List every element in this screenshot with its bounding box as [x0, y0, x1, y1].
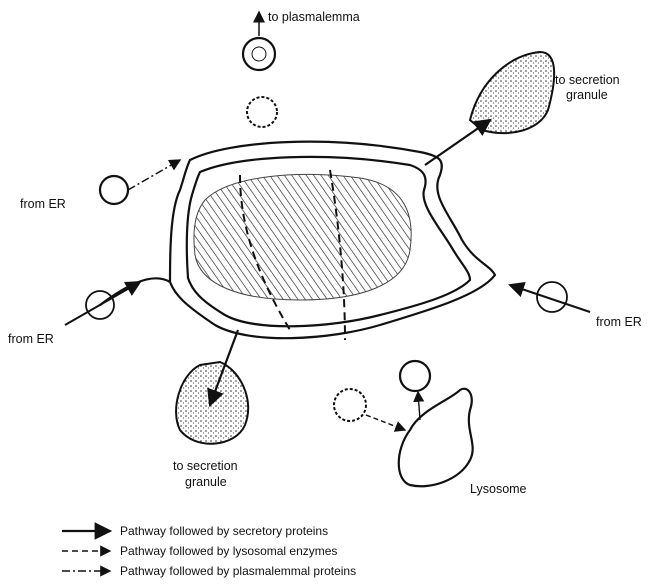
label-from-er-left-lower: from ER [8, 332, 54, 346]
label-lysosome: Lysosome [470, 482, 527, 496]
legend-text-lysosomal: Pathway followed by lysosomal enzymes [120, 544, 337, 558]
vesicle-from-er-right [537, 282, 567, 312]
legend: Pathway followed by secretory proteins P… [62, 524, 356, 578]
label-to-secretion-granule-bottom-1: to secretion [173, 459, 238, 473]
secretion-granule-top [470, 52, 554, 133]
legend-text-secretory: Pathway followed by secretory proteins [120, 524, 328, 538]
legend-text-plasmalemmal: Pathway followed by plasmalemmal protein… [120, 564, 356, 578]
vesicle-lysosome-lower [334, 389, 366, 421]
label-to-secretion-granule-top-1: to secretion [555, 73, 620, 87]
label-to-plasmalemma: to plasmalemma [268, 10, 360, 24]
vesicle-to-plasmalemma [243, 38, 275, 70]
vesicle-budding-top [247, 97, 277, 127]
label-from-er-right: from ER [596, 315, 642, 329]
label-to-secretion-granule-bottom-2: granule [185, 475, 227, 489]
label-to-secretion-granule-top-2: granule [566, 88, 608, 102]
label-from-er-left-upper: from ER [20, 197, 66, 211]
arrow-to-granule-top [425, 120, 490, 165]
vesicle-from-er-upper-left [100, 176, 128, 204]
arrow-er-right [510, 285, 590, 312]
arrow-er-left-upper [128, 160, 180, 190]
secretion-granule-bottom [176, 362, 248, 444]
hatched-mass [194, 174, 411, 300]
arrow-vesicle-to-lysosome [366, 415, 405, 430]
lysosome-body [399, 389, 473, 487]
vesicle-lysosome-right [400, 361, 430, 391]
arrow-lysosome-to-vesicle [418, 392, 420, 420]
